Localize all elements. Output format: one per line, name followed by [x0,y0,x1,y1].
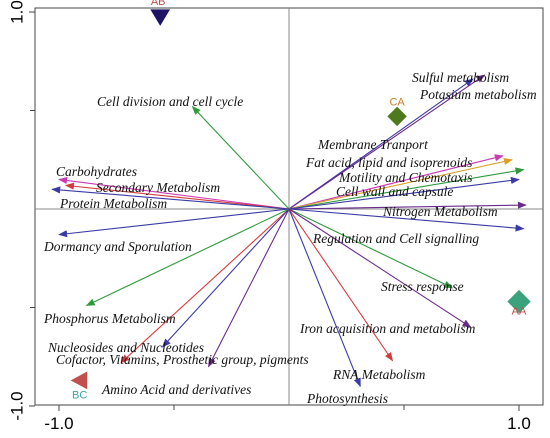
label-fat-acid-lipid-and-isoprenoids: Fat acid, lipid and isoprenoids [305,155,472,170]
label-sulful-metabolism: Sulful metabolism [412,70,509,85]
label-protein-metabolism: Protein Metabolism [59,196,167,211]
sample-ab-label: AB [151,0,166,8]
label-nitrogen-metabolism: Nitrogen Metabolism [382,204,498,219]
arrow-secondary-metabolism [65,182,290,210]
arrow-nitrogen-metabolism [288,201,527,210]
label-amino-acid-and-derivatives: Amino Acid and derivatives [101,382,251,397]
arrow-rna-metabolism [288,208,394,362]
arrow-nucleosides-and-nucleotides [120,208,290,364]
label-cell-division-and-cell-cycle: Cell division and cell cycle [97,94,243,109]
label-membrane-tranport: Membrane Tranport [317,137,429,152]
label-dormancy-and-sporulation: Dormancy and Sporulation [43,239,192,254]
label-cofactor-vitamins-prosthetic-group-pigments: Cofactor, Vitamins, Prosthetic group, pi… [56,352,309,367]
sample-ab-marker [150,9,171,26]
label-nucleosides-and-nucleotides: Nucleosides and Nucleotides [47,340,204,355]
sample-markers: AB CA AA BC [70,0,531,401]
sample-ca-marker [387,106,407,127]
arrow-photosynthesis [288,208,361,388]
variable-arrows [51,74,527,388]
label-secondary-metabolism: Secondary Metabolism [96,180,220,195]
arrow-cofactor-vitamins-prosthetic-group-pigments [161,208,290,348]
arrow-iron-acquisition-and-metabolism [288,208,472,328]
arrow-protein-metabolism [51,186,290,210]
sample-bc-label: BC [72,389,87,401]
arrow-stress-response [288,208,454,289]
arrow-dormancy-and-sporulation [58,208,290,238]
sample-aa-label: AA [512,306,527,318]
x-tick-label: 1.0 [507,414,531,433]
arrow-carbohydrates [58,176,290,210]
x-tick-label: -1.0 [44,414,73,433]
label-potasium-metabolism: Potasium metabolism [419,87,537,102]
sample-ca-label: CA [389,96,405,108]
label-regulation-and-cell-signalling: Regulation and Cell signalling [312,231,479,246]
arrow-motility-and-chemotaxis [288,167,525,210]
label-iron-acquisition-and-metabolism: Iron acquisition and metabolism [299,321,476,336]
y-tick-label: -1.0 [7,391,26,420]
sample-aa-marker [507,289,531,314]
arrow-membrane-tranport [288,154,504,210]
label-rna-metabolism: RNA Metabolism [332,367,426,382]
sample-bc-marker [70,371,88,390]
arrow-phosphorus-metabolism [85,208,290,307]
arrow-cell-division-and-cell-cycle [191,105,290,210]
arrow-cell-wall-and-capsule [288,176,520,210]
arrow-potasium-metabolism [288,74,486,210]
arrow-amino-acid-and-derivatives [208,208,290,368]
y-tick-label: 1.0 [7,0,26,24]
axis-ticks: -1.0 1.0 1.0 -1.0 [7,0,530,433]
label-phosphorus-metabolism: Phosphorus Metabolism [43,311,176,326]
arrow-regulation-and-cell-signalling [288,208,525,232]
label-motility-and-chemotaxis: Motility and Chemotaxis [338,170,472,185]
arrow-fat-acid-lipid-and-isoprenoids [288,157,513,210]
label-photosynthesis: Photosynthesis [306,391,388,406]
label-carbohydrates: Carbohydrates [56,164,137,179]
label-stress-response: Stress response [381,279,464,294]
label-cell-wall-and-capsule: Cell wall and capsule [336,184,453,199]
